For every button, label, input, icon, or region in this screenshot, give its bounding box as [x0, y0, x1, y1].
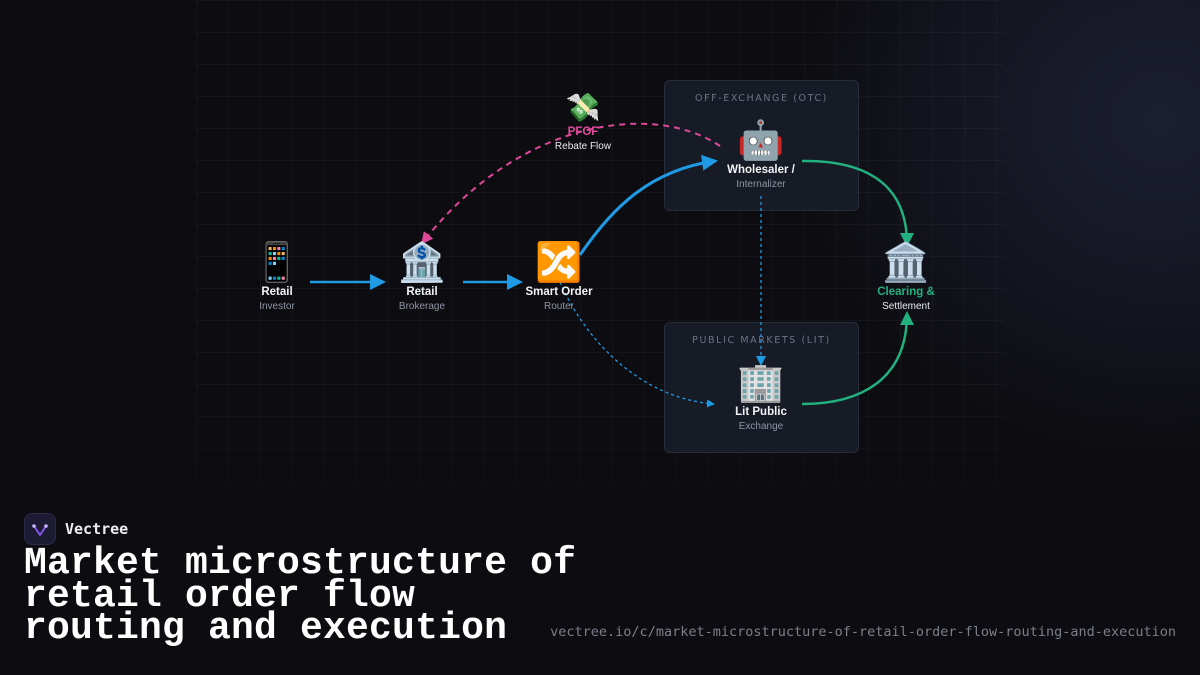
source-url[interactable]: vectree.io/c/market-microstructure-of-re… — [550, 624, 1176, 640]
node-title: Retail — [261, 286, 293, 298]
edge-router-to-wholesaler — [578, 154, 718, 256]
classical-building-icon: 🏛️ — [882, 240, 930, 284]
office-building-icon: 🏢 — [737, 360, 785, 404]
vectree-logo-icon — [24, 513, 56, 545]
edge-lit-exchange-to-clearing — [801, 311, 914, 406]
money-wings-icon: 💸 — [565, 91, 601, 124]
node-subtitle: Settlement — [882, 301, 930, 312]
node-subtitle: Brokerage — [398, 301, 446, 312]
edge-wholesaler-to-clearing — [801, 159, 914, 247]
background-grid — [196, 0, 1004, 545]
edge-pfof-rebate-flow — [421, 122, 721, 245]
node-smart-order-router: 🔀 Smart Order Router — [494, 240, 624, 312]
mobile-phone-icon: 📱 — [253, 240, 301, 284]
node-retail-brokerage: 🏦 Retail Brokerage — [357, 240, 487, 312]
node-pfof: 💸 PFOF Rebate Flow — [518, 91, 648, 153]
node-title: Wholesaler / — [727, 164, 795, 176]
otc-group-panel: OFF-EXCHANGE (OTC) — [664, 80, 859, 211]
page-title: Market microstructure of retail order fl… — [24, 542, 577, 650]
node-subtitle: Investor — [259, 301, 295, 312]
shuffle-icon: 🔀 — [535, 240, 583, 284]
node-title: Clearing & — [877, 286, 935, 298]
bank-icon: 🏦 — [398, 240, 446, 284]
otc-group-label: OFF-EXCHANGE (OTC) — [695, 93, 828, 104]
node-subtitle: Internalizer — [736, 179, 786, 190]
node-wholesaler: 🤖 Wholesaler / Internalizer — [696, 118, 826, 190]
node-subtitle: Exchange — [738, 421, 784, 432]
node-title: Retail — [406, 286, 438, 298]
brand-name: Vectree — [65, 520, 129, 538]
node-subtitle: Router — [543, 301, 574, 312]
node-lit-exchange: 🏢 Lit Public Exchange — [696, 360, 826, 432]
robot-icon: 🤖 — [737, 118, 785, 162]
node-retail-investor: 📱 Retail Investor — [212, 240, 342, 312]
brand: Vectree — [24, 512, 128, 546]
node-title: Smart Order — [525, 286, 593, 298]
node-subtitle: Rebate Flow — [554, 141, 612, 152]
node-title: Lit Public — [735, 406, 787, 418]
node-title: PFOF — [567, 126, 599, 138]
node-clearing: 🏛️ Clearing & Settlement — [841, 240, 971, 312]
